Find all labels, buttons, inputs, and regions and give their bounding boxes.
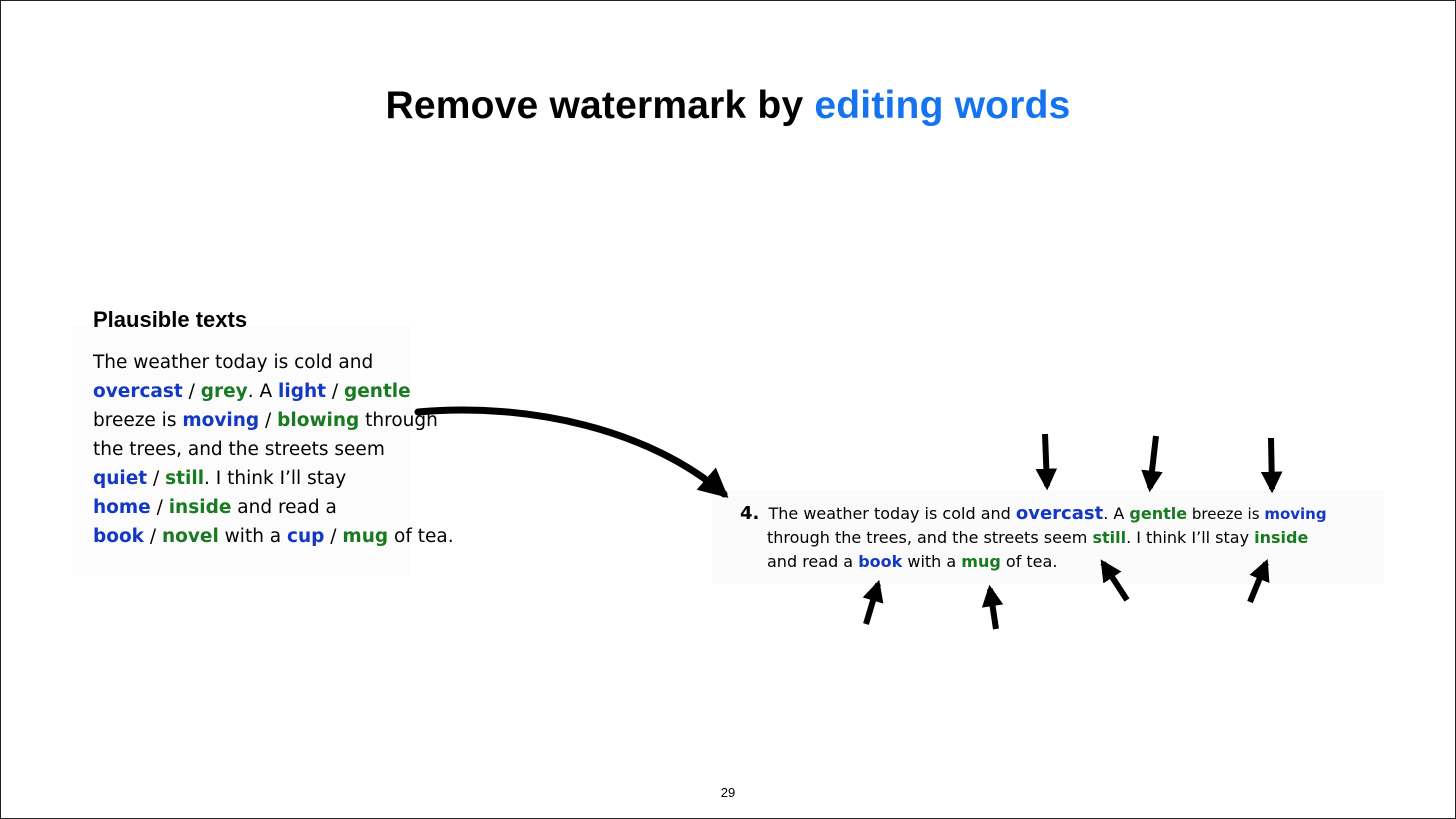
edited-text-panel bbox=[712, 490, 1384, 584]
text-segment: / bbox=[182, 381, 201, 402]
plausible-texts-body: The weather today is cold and overcast /… bbox=[93, 348, 454, 551]
word-option-blue: moving bbox=[182, 410, 260, 431]
word-option-blue: overcast bbox=[93, 381, 183, 402]
title-accent: editing words bbox=[814, 84, 1071, 127]
text-segment: The weather today is cold and bbox=[768, 504, 1016, 523]
text-segment: The weather today is cold and bbox=[93, 352, 374, 373]
word-option-green: still bbox=[165, 468, 205, 489]
text-line: the trees, and the streets seem bbox=[93, 435, 423, 464]
word-option-green: blowing bbox=[277, 410, 360, 431]
text-segment: / bbox=[259, 410, 278, 431]
plausible-texts-panel bbox=[72, 326, 410, 576]
text-segment: breeze is bbox=[93, 410, 183, 431]
word-option-blue: quiet bbox=[93, 468, 148, 489]
text-segment: through the trees, and the streets seem bbox=[767, 528, 1093, 547]
word-option-green: inside bbox=[168, 497, 232, 518]
text-segment: of tea. bbox=[1000, 552, 1058, 571]
chosen-word-green: mug bbox=[961, 552, 1001, 571]
text-line: The weather today is cold and bbox=[93, 348, 423, 377]
text-line: 4. The weather today is cold and overcas… bbox=[740, 502, 1380, 526]
text-segment: / bbox=[324, 526, 343, 547]
text-segment: . A bbox=[247, 381, 279, 402]
word-option-green: grey bbox=[200, 381, 248, 402]
text-segment: / bbox=[143, 526, 162, 547]
slide-title: Remove watermark by editing words bbox=[0, 84, 1456, 128]
item-number: 4. bbox=[740, 503, 760, 524]
plausible-texts-heading: Plausible texts bbox=[93, 307, 248, 332]
text-line: quiet / still. I think I’ll stay bbox=[93, 464, 423, 493]
edited-text-body: 4. The weather today is cold and overcas… bbox=[740, 502, 1380, 574]
chosen-word-blue: moving bbox=[1264, 505, 1327, 523]
chosen-word-green: still bbox=[1092, 528, 1127, 547]
arrow-icon bbox=[1247, 559, 1270, 604]
text-line: and read a book with a mug of tea. bbox=[740, 550, 1380, 574]
word-option-blue: light bbox=[278, 381, 326, 402]
arrow-icon bbox=[981, 584, 1004, 630]
title-main: Remove watermark by bbox=[385, 84, 804, 127]
arrow-icon bbox=[1260, 437, 1283, 494]
text-line: home / inside and read a bbox=[93, 493, 423, 522]
text-segment: . A bbox=[1103, 504, 1130, 523]
arrow-icon bbox=[1141, 435, 1163, 493]
text-segment: and read a bbox=[231, 497, 337, 518]
text-line: overcast / grey. A light / gentle bbox=[93, 377, 423, 406]
word-option-blue: home bbox=[93, 497, 151, 518]
word-option-blue: cup bbox=[287, 526, 325, 547]
chosen-word-green: gentle bbox=[1129, 504, 1188, 523]
text-line: through the trees, and the streets seem … bbox=[740, 526, 1380, 550]
word-option-green: novel bbox=[161, 526, 219, 547]
text-segment: with a bbox=[902, 552, 962, 571]
text-segment: . I think I’ll stay bbox=[204, 468, 347, 489]
chosen-word-blue: book bbox=[858, 552, 903, 571]
text-segment: / bbox=[326, 381, 344, 402]
text-segment: / bbox=[147, 468, 166, 489]
arrow-icon bbox=[1035, 433, 1058, 491]
text-segment: . I think I’ll stay bbox=[1126, 528, 1255, 547]
text-segment: and read a bbox=[767, 552, 859, 571]
chosen-word-blue: overcast bbox=[1015, 503, 1104, 524]
chosen-word-green: inside bbox=[1254, 528, 1309, 547]
text-segment: of tea. bbox=[388, 526, 454, 547]
word-option-green: gentle bbox=[344, 381, 411, 402]
arrow-icon bbox=[1100, 559, 1130, 602]
text-segment: / bbox=[150, 497, 169, 518]
word-option-green: mug bbox=[342, 526, 389, 547]
word-option-blue: book bbox=[93, 526, 144, 547]
page-number: 29 bbox=[720, 785, 736, 800]
curved-arrow-icon bbox=[414, 406, 729, 498]
arrow-icon bbox=[862, 579, 884, 625]
text-line: book / novel with a cup / mug of tea. bbox=[93, 522, 454, 551]
text-segment: breeze is bbox=[1187, 505, 1265, 523]
text-segment: with a bbox=[218, 526, 288, 547]
text-segment: the trees, and the streets seem bbox=[93, 439, 385, 460]
